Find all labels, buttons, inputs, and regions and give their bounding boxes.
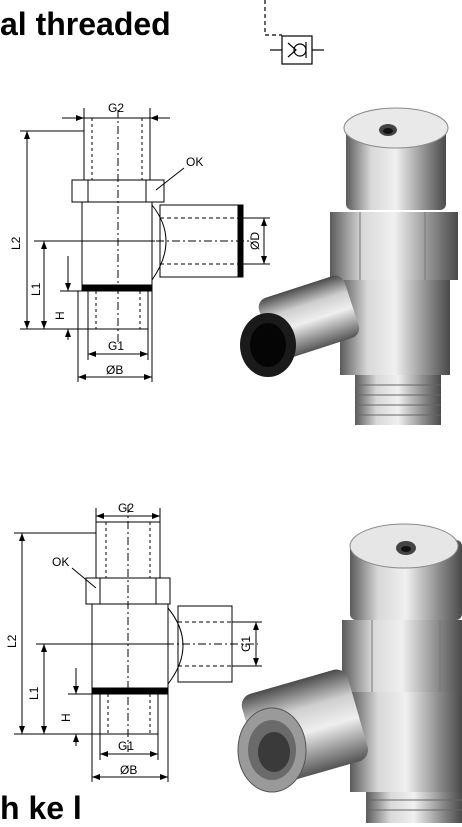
- label-b: ØB: [106, 363, 123, 377]
- label-g1: G1: [118, 739, 134, 753]
- section-title: h ke l: [0, 790, 82, 826]
- label-l2: L2: [5, 634, 19, 648]
- drawing-bottom-arrows: [19, 513, 259, 780]
- label-g1-side: G1: [239, 636, 253, 652]
- label-l1: L1: [27, 686, 41, 700]
- technical-drawing-top: [20, 108, 270, 382]
- label-l1: L1: [29, 282, 43, 296]
- page-title: al threaded: [0, 6, 171, 42]
- fitting-photo-top: [240, 107, 458, 425]
- drawing-top-arrows: [24, 115, 267, 380]
- label-ok: OK: [186, 155, 203, 169]
- label-ok: OK: [52, 555, 69, 569]
- check-valve-symbol: [264, 0, 324, 65]
- label-b: ØB: [120, 763, 137, 777]
- technical-drawing-bottom: [14, 505, 262, 782]
- fitting-photo-bottom: [237, 523, 462, 823]
- label-d: ØD: [248, 232, 262, 250]
- label-g2: G2: [118, 501, 134, 515]
- label-h: H: [59, 713, 73, 722]
- label-g2: G2: [108, 101, 124, 115]
- label-h: H: [53, 311, 67, 320]
- label-l2: L2: [9, 236, 23, 250]
- label-g1: G1: [108, 339, 124, 353]
